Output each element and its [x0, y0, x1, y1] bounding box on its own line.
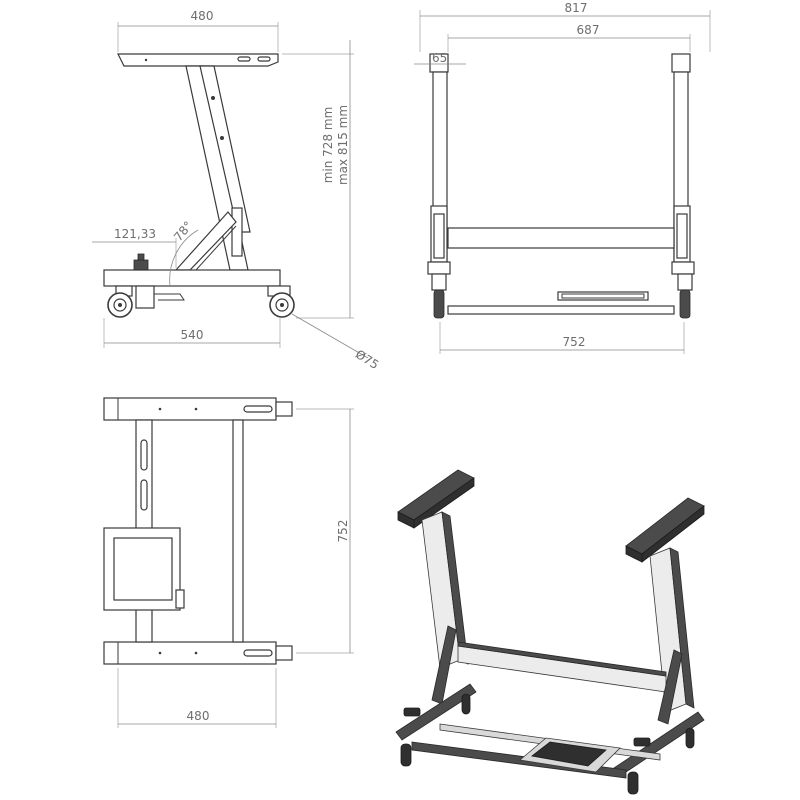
side-foot-bracket [135, 285, 155, 309]
dim-side-base-width: 540 [181, 328, 204, 342]
iso-wheel-back-right [685, 727, 695, 749]
iso-knob-right [633, 737, 651, 747]
side-foot-lever [154, 293, 185, 301]
front-column-cap-right [671, 53, 691, 73]
side-brace-edge [195, 225, 237, 271]
iso-brace-left [431, 625, 457, 705]
side-plate-hole [144, 58, 148, 62]
front-base-right [671, 261, 695, 275]
front-column-sleeve-inner-left [433, 213, 445, 259]
side-column-bolt [220, 136, 224, 140]
iso-view [395, 469, 705, 795]
top-plate-hole [158, 651, 162, 655]
side-view: 480 540 121,33 78° min 728 mm max 815 mm… [92, 9, 381, 372]
front-view: 817 687 65 752 [414, 1, 711, 354]
front-base-rail [447, 305, 675, 315]
dim-front-column-width: 65 [432, 51, 447, 65]
iso-crossbar-top [457, 641, 667, 677]
top-plate-hole [194, 407, 198, 411]
top-rail-slot [140, 439, 148, 471]
side-knob-stem [137, 253, 145, 261]
dim-side-height-min: min 728 mm [321, 107, 335, 184]
top-plate-hole [194, 651, 198, 655]
iso-top-plate-left-side [413, 477, 475, 529]
top-rail-slot [140, 479, 148, 511]
top-plate-lower-clip [275, 645, 293, 661]
iso-top-plate-right-side [641, 505, 705, 563]
front-wheel-right [679, 289, 691, 319]
dim-side-offset: 121,33 [114, 227, 156, 241]
side-column-inner [199, 65, 251, 233]
dim-side-angle: 78° [171, 219, 195, 244]
dim-angle-arc [169, 229, 199, 287]
front-wheel-left [433, 289, 445, 319]
front-column-sleeve-inner-right [676, 213, 688, 259]
iso-foot-pad [531, 741, 607, 767]
iso-column-left-side [441, 511, 469, 665]
dim-front-overall-width: 817 [565, 1, 588, 15]
dim-top-depth: 752 [336, 520, 350, 543]
front-crossbar [447, 227, 675, 249]
front-foot-pedal [557, 291, 649, 301]
iso-column-right-side [669, 547, 695, 709]
front-caster-mount-right [677, 273, 693, 291]
side-plate-slot [257, 56, 271, 62]
iso-wheel-back-left [461, 693, 471, 715]
dim-side-wheel: Ø75 [353, 347, 381, 372]
iso-brace-right [657, 649, 683, 725]
iso-wheel-front-left [400, 743, 412, 767]
dim-front-base-width: 752 [563, 335, 586, 349]
side-base-rail [103, 269, 281, 287]
side-column-bracket [231, 207, 243, 257]
iso-knob-left [403, 707, 421, 717]
dim-side-height-max: max 815 mm [336, 105, 350, 185]
top-view: 752 480 [103, 397, 354, 728]
top-plate-slot [243, 649, 273, 657]
iso-top-plate-right [625, 497, 705, 555]
side-knob [133, 259, 149, 271]
top-plate-slot [243, 405, 273, 413]
front-base-left [427, 261, 451, 275]
front-caster-mount-left [431, 273, 447, 291]
iso-base-left [395, 683, 477, 741]
iso-wheel-front-right [627, 771, 639, 795]
dim-top-width: 480 [187, 709, 210, 723]
front-foot-pedal-inner [561, 293, 645, 299]
top-rail-right [232, 419, 244, 643]
dim-front-inner-width: 687 [577, 23, 600, 37]
side-top-plate [117, 53, 279, 67]
side-wheel-right-hub [280, 303, 284, 307]
dim-leader [291, 313, 369, 359]
dim-side-top-width: 480 [191, 9, 214, 23]
top-plate-upper-clip [275, 401, 293, 417]
top-pedal-hinge [175, 589, 185, 609]
side-plate-slot [237, 56, 251, 62]
top-pedal-pad [113, 537, 173, 601]
side-column-bolt [211, 96, 215, 100]
top-plate-hole [158, 407, 162, 411]
side-wheel-left-hub [118, 303, 122, 307]
